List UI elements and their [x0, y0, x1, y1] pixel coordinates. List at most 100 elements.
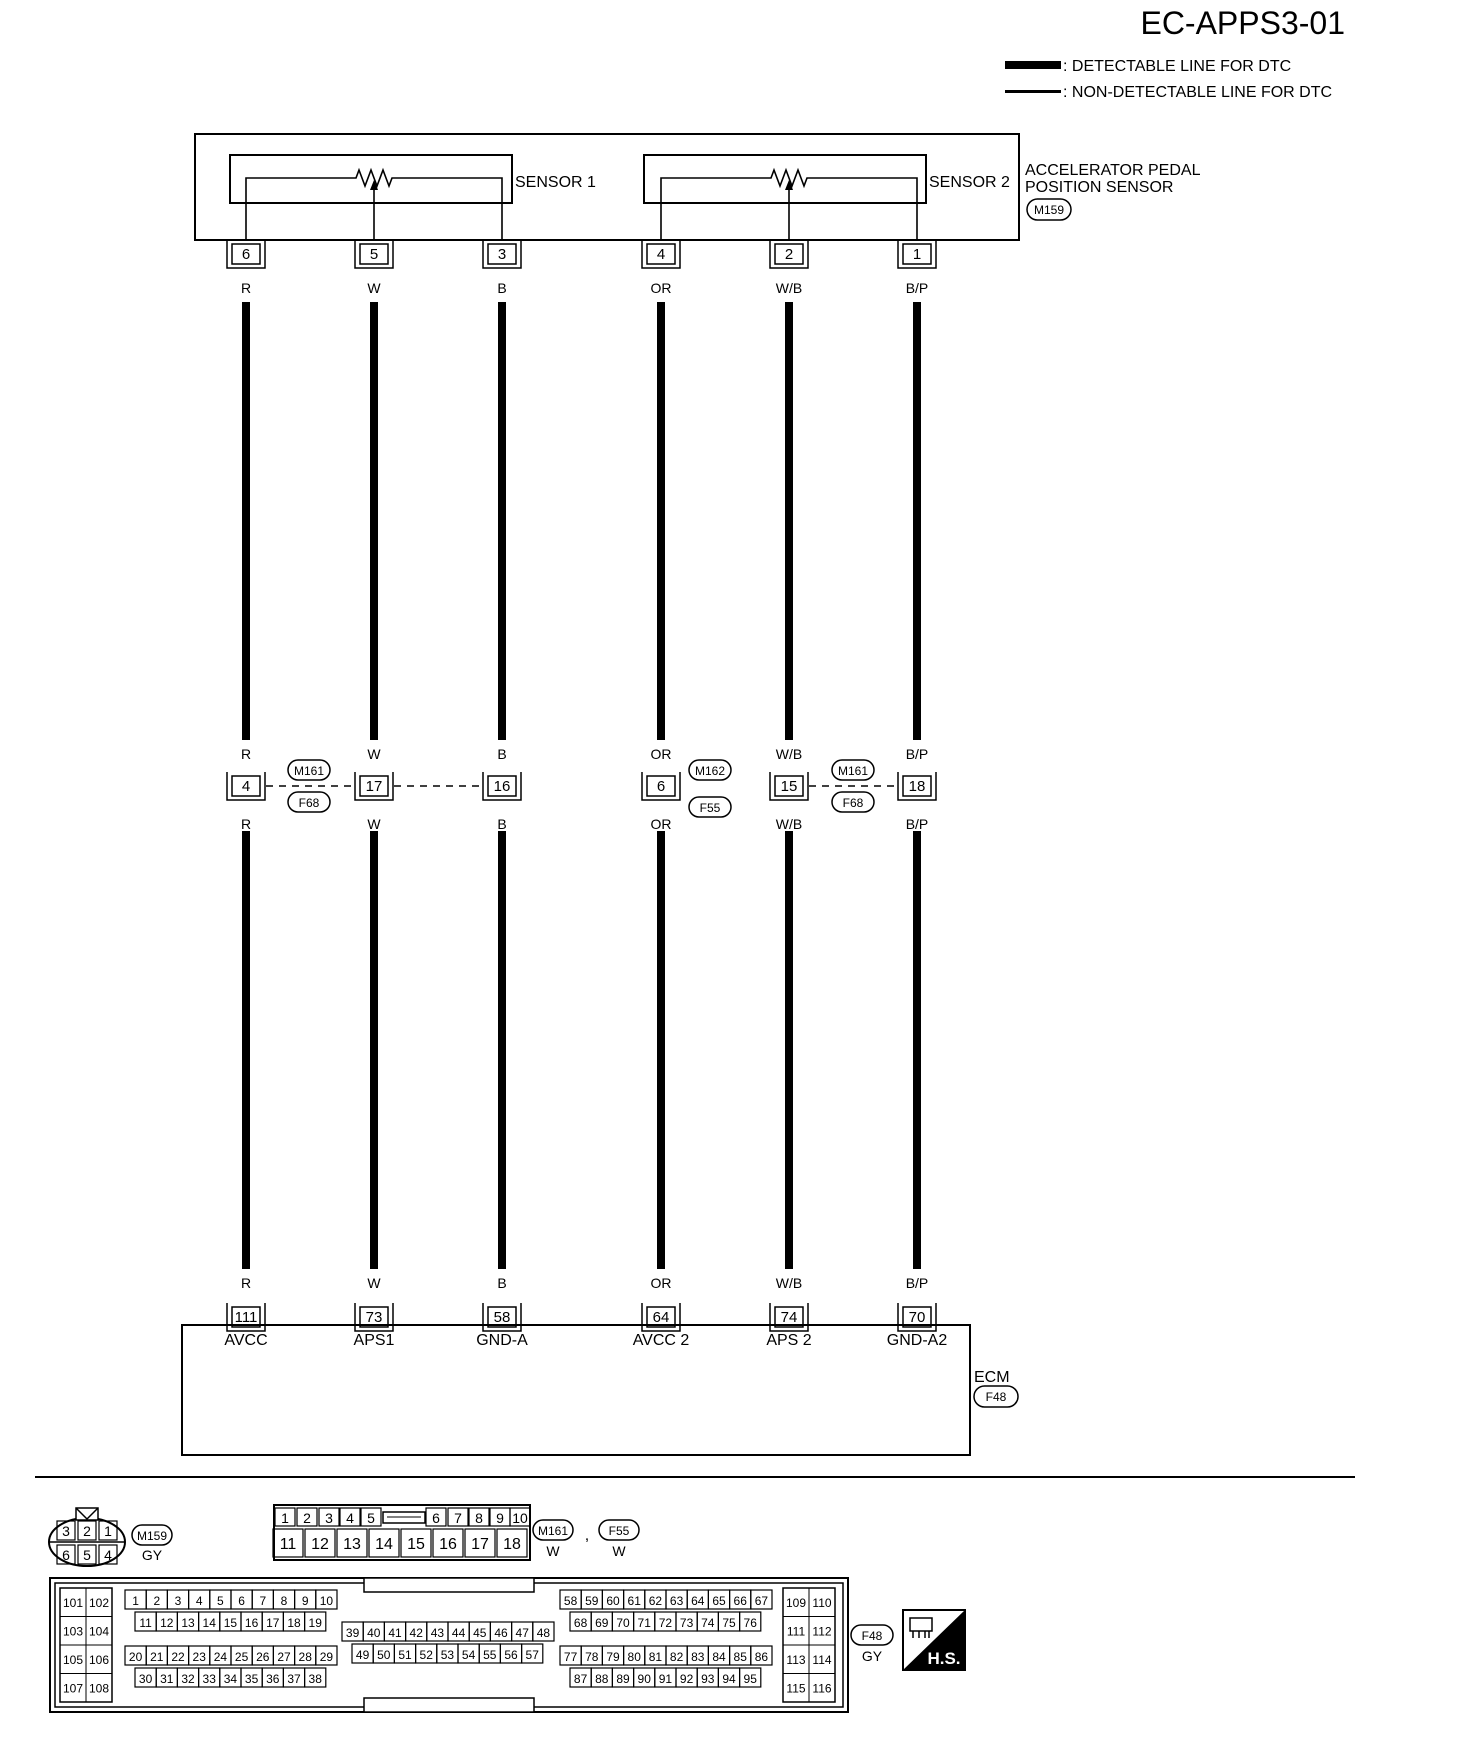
- connector-pin: 32: [181, 1672, 195, 1686]
- wire-color-label: B/P: [906, 280, 929, 296]
- connector-pin: 105: [63, 1653, 83, 1667]
- connector-pin: 94: [722, 1672, 736, 1686]
- connector-pin: 13: [343, 1536, 361, 1553]
- connector-id-tag: F55: [598, 1519, 640, 1541]
- ecm-box: [181, 1324, 971, 1456]
- connector-pin: 29: [320, 1650, 334, 1664]
- connector-pin: 17: [471, 1536, 489, 1553]
- connector-pin: 54: [462, 1648, 476, 1662]
- connector-pin: 103: [63, 1625, 83, 1639]
- joint-connector-tag: M162: [688, 759, 732, 781]
- connector-pin: 59: [585, 1594, 599, 1608]
- connector-pin: 10: [320, 1594, 334, 1608]
- joint-connector-tag-label: F68: [843, 796, 864, 810]
- connector-pin: 8: [281, 1594, 288, 1608]
- connector-pin: 68: [574, 1616, 588, 1630]
- sensor-2-box: [643, 154, 927, 204]
- connector-pin: 47: [516, 1626, 530, 1640]
- connector-pin: 45: [473, 1626, 487, 1640]
- wire-color-label: W/B: [776, 280, 802, 296]
- joint-connector-tag-label: M161: [838, 764, 868, 778]
- connector-separator: ,: [585, 1527, 589, 1544]
- connector-pin: 31: [160, 1672, 174, 1686]
- connector-pin: 111: [787, 1625, 806, 1639]
- connector-pin: 53: [441, 1648, 455, 1662]
- sensor-pin-number: 2: [785, 246, 793, 263]
- connector-pin: 17: [266, 1616, 280, 1630]
- connector-pin: 15: [224, 1616, 238, 1630]
- connector-pin: 1: [281, 1510, 289, 1526]
- sensor-1-label: SENSOR 1: [515, 174, 596, 191]
- wire-color-label: W: [367, 280, 381, 296]
- connector-pin: 56: [504, 1648, 518, 1662]
- connector-pin: 71: [638, 1616, 652, 1630]
- sensor-pin-number: 3: [498, 246, 506, 263]
- connector-pin: 85: [734, 1650, 748, 1664]
- connector-pin: 28: [299, 1650, 313, 1664]
- connector-pin: 70: [616, 1616, 630, 1630]
- legend: : DETECTABLE LINE FOR DTC : NON-DETECTAB…: [1005, 58, 1332, 101]
- wire-color-label: R: [241, 280, 251, 296]
- sensor-name-line2: POSITION SENSOR: [1025, 179, 1173, 196]
- sensor-pin-number: 1: [913, 246, 921, 263]
- joint-pin: 17: [354, 772, 394, 801]
- connector-pin: 41: [388, 1626, 402, 1640]
- connector-pin: 69: [595, 1616, 609, 1630]
- connector-pin: 42: [410, 1626, 424, 1640]
- joint-pin: 6: [641, 772, 681, 801]
- connector-pin: 19: [309, 1616, 323, 1630]
- connector-pin: 106: [89, 1653, 109, 1667]
- connector-pin: 78: [585, 1650, 599, 1664]
- connector-pin: 72: [659, 1616, 673, 1630]
- wire-color-label: B/P: [906, 746, 929, 762]
- connector-pin: 88: [595, 1672, 609, 1686]
- connector-id-tag-label: F55: [609, 1524, 630, 1538]
- joint-pin-number: 15: [781, 778, 798, 795]
- connector-pin: 109: [786, 1596, 806, 1610]
- connector-pin: 104: [89, 1625, 109, 1639]
- connector-pin: 27: [277, 1650, 291, 1664]
- ecm-module: ECM F48: [181, 1324, 1019, 1456]
- connector-pin: 13: [181, 1616, 195, 1630]
- connector-pin: 3: [62, 1523, 70, 1539]
- connector-pin: 2: [153, 1594, 160, 1608]
- connector-id-tag-label: M159: [137, 1529, 167, 1543]
- connector-pin: 75: [722, 1616, 736, 1630]
- ecm-pin: 74: [769, 1303, 809, 1332]
- connector-pin: 7: [454, 1510, 462, 1526]
- connector-pin-icon: [909, 1617, 933, 1638]
- connector-pin: 16: [439, 1536, 457, 1553]
- wire-color-label: B: [497, 746, 506, 762]
- ecm-connector-id: F48: [986, 1390, 1007, 1404]
- joint-connector-tag: M161: [287, 759, 331, 781]
- connector-pin: 86: [755, 1650, 769, 1664]
- connector-pin: 62: [649, 1594, 663, 1608]
- connector-pin: 33: [203, 1672, 217, 1686]
- connector-pin: 63: [670, 1594, 684, 1608]
- sensor-connector-tag: M159: [1026, 198, 1072, 221]
- joint-connector-tag: F68: [287, 791, 331, 813]
- wire-color-label: OR: [651, 280, 672, 296]
- connector-pin: 11: [280, 1536, 297, 1553]
- connector-pin: 3: [175, 1594, 182, 1608]
- connector-pin: 73: [680, 1616, 694, 1630]
- ecm-name: ECM: [974, 1369, 1010, 1386]
- connector-pin: 11: [139, 1616, 152, 1630]
- connector-pin: 18: [503, 1536, 521, 1553]
- wire-color-label: W/B: [776, 816, 802, 832]
- wire-color-label: B/P: [906, 1275, 929, 1291]
- connector-pin: 102: [89, 1596, 109, 1610]
- sensor-housing: [194, 133, 1020, 241]
- connector-pin: 114: [812, 1653, 831, 1667]
- connector-pin: 83: [691, 1650, 705, 1664]
- connector-pin: 14: [203, 1616, 217, 1630]
- connector-pin: 4: [104, 1547, 112, 1563]
- connector-pin: 52: [420, 1648, 434, 1662]
- connector-pin: 49: [356, 1648, 370, 1662]
